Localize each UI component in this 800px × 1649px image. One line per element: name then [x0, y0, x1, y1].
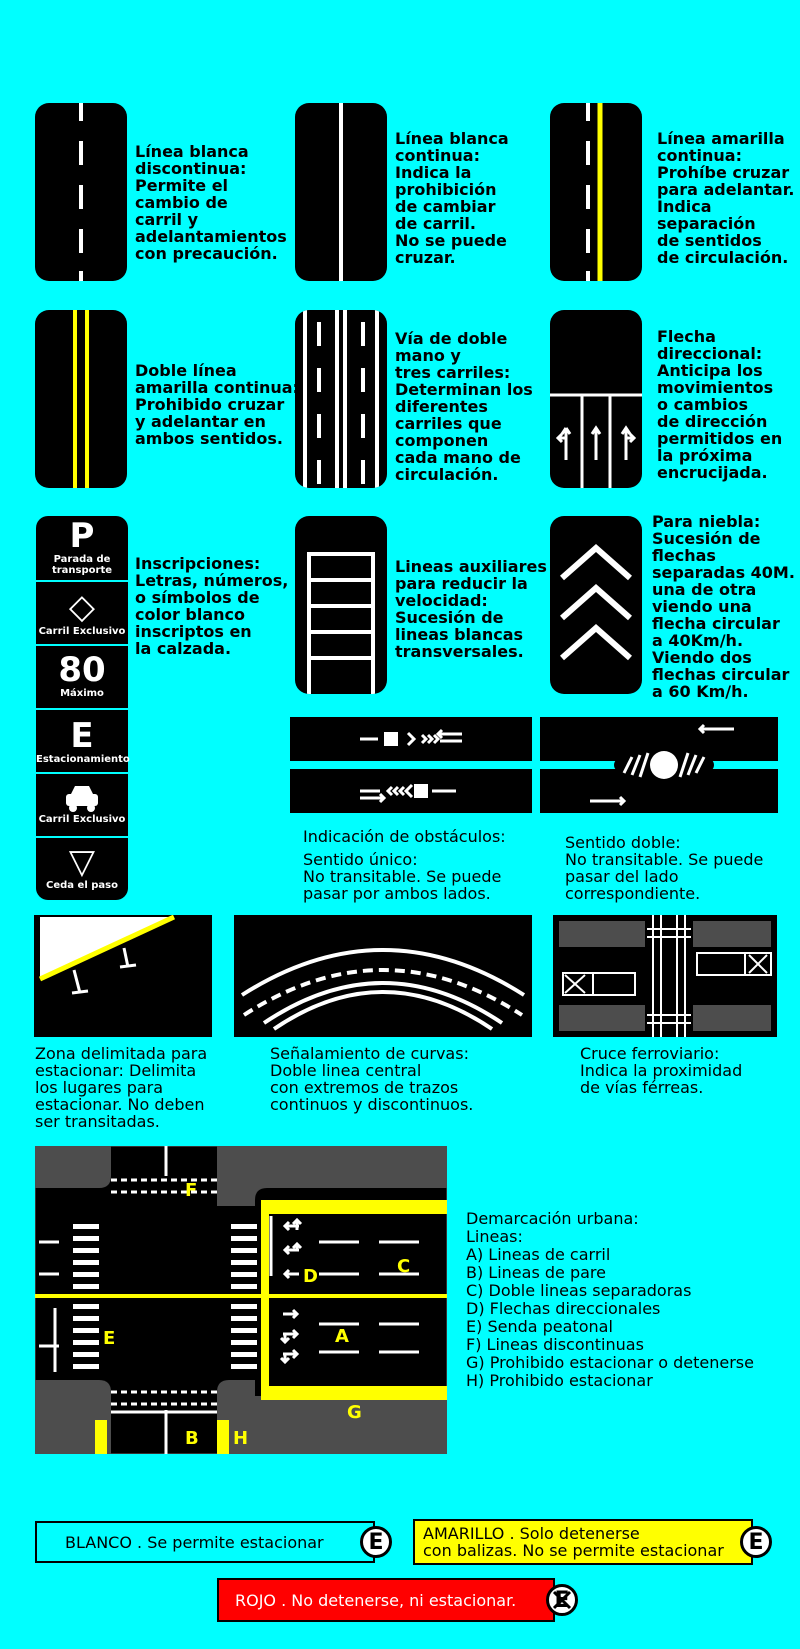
- desc-via-doble-mano: Vía de doble mano y tres carriles: Deter…: [395, 329, 533, 484]
- badge-yellow-parking: AMARILLO . Solo detenerse con balizas. N…: [413, 1519, 753, 1565]
- urban-label-a: A: [335, 1326, 349, 1347]
- urban-label-g: G: [347, 1402, 362, 1423]
- inscription-estacionamiento: E Estacionamiento: [36, 710, 130, 772]
- parking-allowed-icon: E: [360, 1526, 392, 1558]
- caption-curvas: Señalamiento de curvas: Doble linea cent…: [270, 1044, 474, 1114]
- obstacles-double-text: Sentido doble: No transitable. Se puede …: [565, 833, 764, 903]
- inscription-carril-diamond: ◇ Carril Exclusivo: [36, 582, 128, 644]
- car-icon: [36, 774, 128, 814]
- urban-label-d: D: [303, 1266, 318, 1287]
- road-direction-arrows: [550, 310, 642, 488]
- desc-linea-blanca-discontinua: Línea blanca discontinua: Permite el cam…: [135, 142, 287, 263]
- urban-legend: Demarcación urbana: Lineas: A) Lineas de…: [466, 1209, 754, 1390]
- parking-zone-diagram: [34, 915, 212, 1037]
- caption-zona: Zona delimitada para estacionar: Delimit…: [35, 1044, 208, 1131]
- urban-label-h: H: [233, 1428, 249, 1449]
- urban-label-c: C: [397, 1256, 411, 1277]
- obstacle-double-direction: [540, 717, 778, 815]
- inscription-ceda: ▽ Ceda el paso: [36, 838, 128, 900]
- desc-linea-blanca-continua: Línea blanca continua: Indica la prohibi…: [395, 129, 509, 267]
- curves-diagram: [234, 915, 532, 1037]
- parking-restricted-icon: E: [740, 1526, 772, 1558]
- obstacles-single-text: Sentido único: No transitable. Se puede …: [303, 850, 502, 903]
- urban-label-f: F: [185, 1180, 198, 1201]
- badge-white-parking: BLANCO . Se permite estacionar: [35, 1521, 375, 1563]
- road-fog-chevrons: [550, 516, 642, 694]
- road-yellow-solid: [550, 103, 642, 281]
- desc-doble-linea-amarilla: Doble línea amarilla continua: Prohibido…: [135, 361, 299, 448]
- parking-prohibited-icon: E: [546, 1584, 578, 1616]
- caption-cruce: Cruce ferroviario: Indica la proximidad …: [580, 1044, 743, 1097]
- road-three-lanes: [295, 310, 387, 488]
- obstacles-title: Indicación de obstáculos:: [303, 827, 506, 846]
- obstacle-single-direction: [290, 717, 532, 815]
- inscription-parada: P Parada de transporte: [36, 516, 128, 580]
- inscription-carril-car: Carril Exclusivo: [36, 774, 128, 836]
- urban-label-b: B: [185, 1428, 199, 1449]
- railway-crossing-diagram: [553, 915, 777, 1037]
- urban-intersection-diagram: F C D A E G B H: [35, 1146, 447, 1454]
- desc-flecha-direccional: Flecha direccional: Anticipa los movimie…: [657, 327, 783, 482]
- road-double-yellow: [35, 310, 127, 488]
- desc-linea-amarilla-continua: Línea amarilla continua: Prohíbe cruzar …: [657, 129, 795, 267]
- inscription-maximo: 80 Máximo: [36, 646, 128, 708]
- road-solid-white: [295, 103, 387, 281]
- road-auxiliary-lines: [295, 516, 387, 694]
- road-dashed-white: [35, 103, 127, 281]
- badge-red-parking: ROJO . No detenerse, ni estacionar.: [217, 1578, 555, 1622]
- desc-para-niebla: Para niebla: Sucesión de flechas separad…: [652, 512, 795, 701]
- desc-lineas-auxiliares: Lineas auxiliares para reducir la veloci…: [395, 557, 547, 661]
- desc-inscripciones: Inscripciones: Letras, números, o símbol…: [135, 554, 289, 658]
- urban-label-e: E: [103, 1328, 116, 1349]
